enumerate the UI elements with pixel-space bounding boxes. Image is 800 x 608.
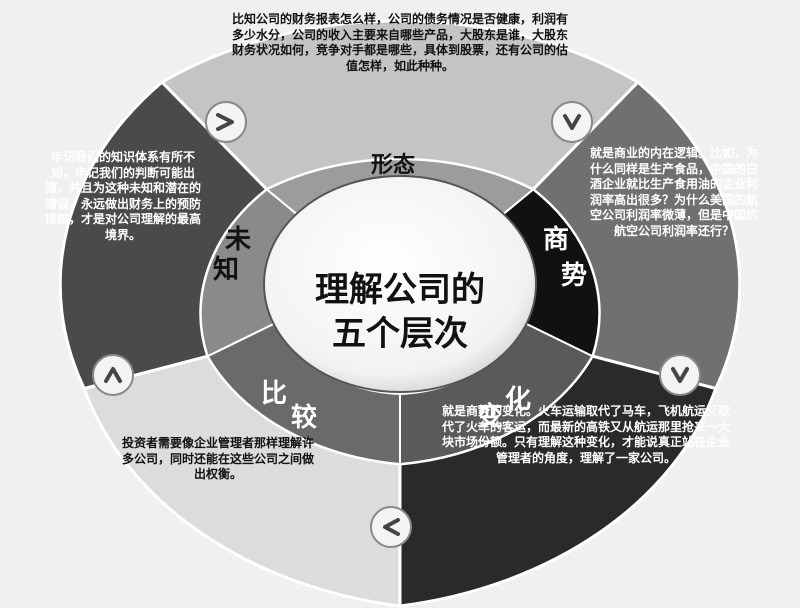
label-compare-2: 较 [291,402,317,433]
chevron-down-icon [659,354,701,396]
momentum-description: 就是商业的内在逻辑。比如，为什么同样是生产食品，中国的白酒企业就比生产食用油的企… [589,146,758,238]
label-compare-1: 比 [261,379,287,409]
unknown-description: 牢记我们的知识体系有所不知，牢记我们的判断可能出错，并且为这种未知和潜在的错误，… [44,150,201,242]
center-title-line1: 理解公司的 [315,270,485,310]
chevron-left-icon [370,506,412,548]
label-change-2: 化 [505,385,531,415]
center-title: 理解公司的 五个层次 [290,268,510,356]
chevron-right-icon [205,101,247,143]
label-form: 形态 [371,152,415,178]
label-momentum-1: 商 [543,224,569,255]
form-description: 比知公司的财务报表怎么样，公司的债务情况是否健康，利润有多少水分，公司的收入主要… [232,12,569,73]
compare-description: 投资者需要像企业管理者那样理解许多公司，同时还能在这些公司之间做出权衡。 [121,436,314,481]
label-momentum-2: 势 [561,261,587,291]
chevron-up-icon [92,354,134,396]
label-change-1: 变 [477,401,503,432]
center-disc [263,175,537,393]
center-title-line2: 五个层次 [332,314,468,354]
chevron-down-icon [551,101,593,143]
change-description: 就是商势的变化。火车运输取代了马车，飞机航运又取代了火车的客运，而最新的高铁又从… [441,404,730,465]
label-unknown-1: 未 [225,225,251,255]
label-unknown-2: 知 [213,255,239,285]
